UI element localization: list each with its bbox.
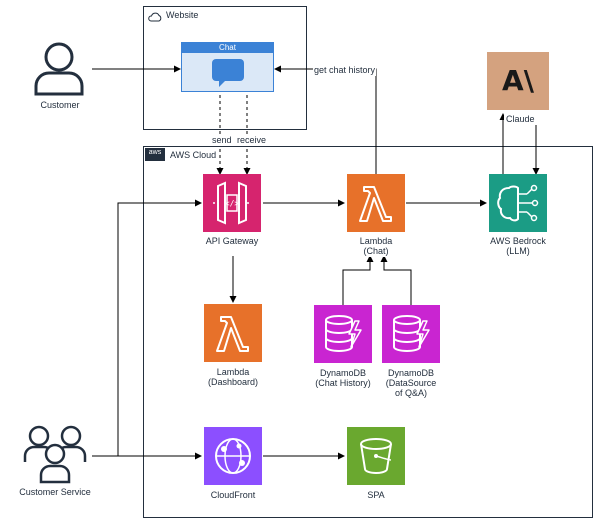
dynamodb-chat-history-label-2: (Chat History) <box>315 378 371 388</box>
claude-logo: A\ <box>487 52 549 110</box>
lambda-dashboard-icon <box>204 304 262 362</box>
edge-cs-api <box>92 199 202 457</box>
cloud-icon <box>148 9 162 27</box>
bedrock-label-2: (LLM) <box>506 246 530 256</box>
aws-badge-text: aws <box>148 149 162 156</box>
chat-bubble-icon <box>211 58 245 93</box>
api-gateway-label: API Gateway <box>205 236 259 246</box>
lambda-chat-label-2: (Chat) <box>346 246 406 257</box>
svg-text:</>: </> <box>225 199 240 208</box>
lambda-dashboard-label-2: (Dashboard) <box>207 377 259 387</box>
bedrock-icon <box>489 174 547 232</box>
cloudfront-label: CloudFront <box>210 490 256 500</box>
website-group-title: Website <box>166 10 199 20</box>
edge-label-get-chat-history: get chat history <box>313 65 377 76</box>
chat-window-title: Chat <box>219 43 236 52</box>
lambda-chat-label-1: Lambda <box>346 236 406 247</box>
cloudfront-icon <box>204 427 262 485</box>
edge-get-chat-history <box>274 65 377 174</box>
chat-window[interactable]: Chat <box>181 42 274 92</box>
s3-bucket-icon <box>347 427 405 485</box>
lambda-dashboard-label-1: Lambda <box>216 367 250 377</box>
customer-service-label: Customer Service <box>19 487 91 497</box>
dynamodb-datasource-icon <box>382 305 440 363</box>
bedrock-label-1: AWS Bedrock <box>490 236 546 246</box>
spa-label: SPA <box>367 490 385 500</box>
claude-logo-text: A\ <box>502 64 534 97</box>
aws-logo-icon: aws <box>145 148 165 161</box>
dynamodb-datasource-label-1: DynamoDB <box>387 368 434 378</box>
api-gateway-icon: </> <box>203 174 261 232</box>
claude-label: Claude <box>504 114 537 125</box>
dynamodb-chat-history-label-1: DynamoDB <box>319 368 366 378</box>
aws-cloud-group-title: AWS Cloud <box>170 150 217 160</box>
customer-service-users-icon <box>22 424 88 489</box>
dynamodb-datasource-label-2: (DataSource <box>385 378 437 388</box>
edge-label-send: send <box>212 135 232 146</box>
edge-dynamo-datasource-lambda <box>380 255 412 305</box>
lambda-chat-icon <box>347 174 405 232</box>
dynamodb-datasource-label-3: of Q&A) <box>394 388 427 398</box>
customer-label: Customer <box>40 100 80 110</box>
website-group <box>143 6 307 130</box>
dynamodb-chat-history-icon <box>314 305 372 363</box>
edge-label-receive: receive <box>237 135 267 146</box>
edge-dynamo-history-lambda <box>342 255 374 305</box>
chat-window-titlebar: Chat <box>182 43 273 53</box>
customer-user-icon <box>33 40 85 101</box>
